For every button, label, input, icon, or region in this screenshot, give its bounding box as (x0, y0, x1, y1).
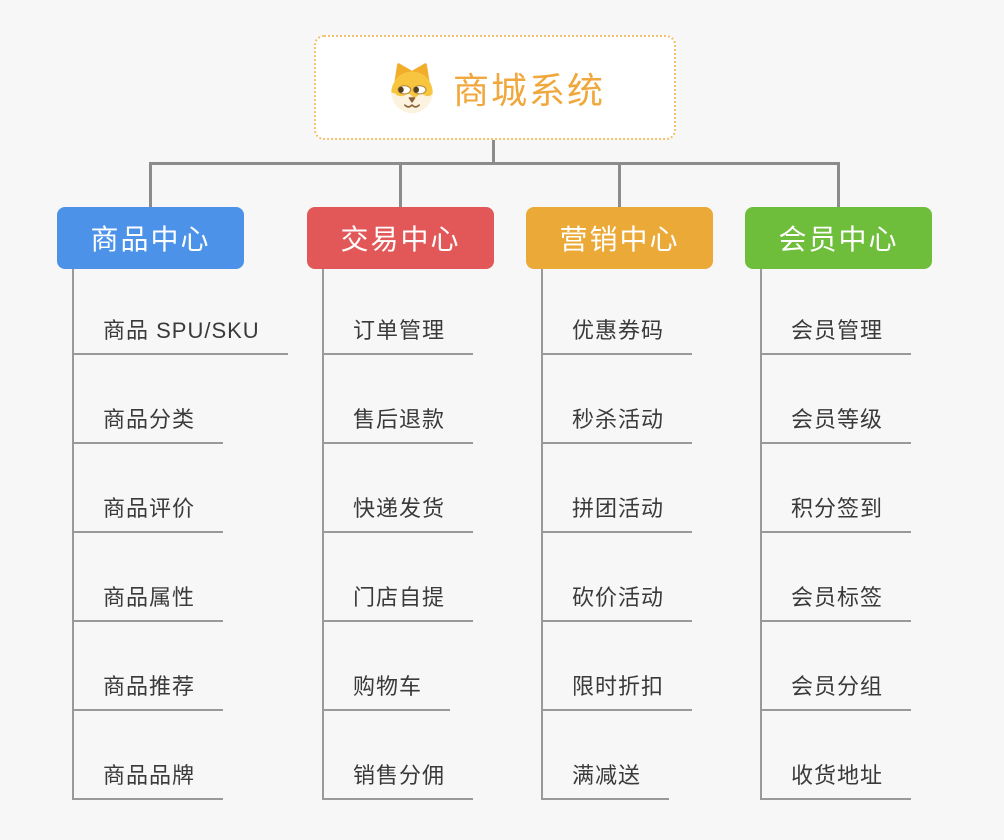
leaf-node-trade-center-3[interactable]: 快递发货 (322, 494, 474, 533)
leaf-node-trade-center-6[interactable]: 销售分佣 (322, 761, 474, 800)
leaf-node-product-center-4[interactable]: 商品属性 (72, 583, 224, 622)
branch-node-product-center[interactable]: 商品中心 (57, 207, 244, 269)
leaf-node-trade-center-1[interactable]: 订单管理 (322, 316, 474, 355)
leaf-node-product-center-1[interactable]: 商品 SPU/SKU (72, 316, 288, 355)
leaf-node-trade-center-4[interactable]: 门店自提 (322, 583, 474, 622)
leaf-node-member-center-1[interactable]: 会员管理 (760, 316, 912, 355)
leaf-node-marketing-center-4[interactable]: 砍价活动 (541, 583, 693, 622)
leaf-node-marketing-center-6[interactable]: 满减送 (541, 761, 670, 800)
branch-node-trade-center[interactable]: 交易中心 (307, 207, 494, 269)
leaf-node-marketing-center-5[interactable]: 限时折扣 (541, 672, 693, 711)
leaf-node-product-center-5[interactable]: 商品推荐 (72, 672, 224, 711)
connector-drop-marketing-center (618, 162, 621, 207)
leaf-node-member-center-6[interactable]: 收货地址 (760, 761, 912, 800)
leaf-node-trade-center-5[interactable]: 购物车 (322, 672, 451, 711)
shiba-dog-icon (391, 62, 433, 113)
connector-drop-product-center (149, 162, 152, 207)
leaf-node-member-center-5[interactable]: 会员分组 (760, 672, 912, 711)
branch-node-marketing-center[interactable]: 营销中心 (526, 207, 713, 269)
branch-spine-trade-center (322, 269, 324, 800)
root-title: 商城系统 (452, 69, 605, 111)
connector-drop-trade-center (399, 162, 402, 207)
connector-root-stub (492, 140, 495, 164)
leaf-node-member-center-3[interactable]: 积分签到 (760, 494, 912, 533)
leaf-node-marketing-center-2[interactable]: 秒杀活动 (541, 405, 693, 444)
leaf-node-product-center-6[interactable]: 商品品牌 (72, 761, 224, 800)
leaf-node-trade-center-2[interactable]: 售后退款 (322, 405, 474, 444)
connector-drop-member-center (837, 162, 840, 207)
leaf-node-member-center-4[interactable]: 会员标签 (760, 583, 912, 622)
leaf-node-member-center-2[interactable]: 会员等级 (760, 405, 912, 444)
leaf-node-marketing-center-1[interactable]: 优惠券码 (541, 316, 693, 355)
branch-spine-product-center (72, 269, 74, 800)
leaf-node-product-center-3[interactable]: 商品评价 (72, 494, 224, 533)
leaf-node-product-center-2[interactable]: 商品分类 (72, 405, 224, 444)
branch-spine-member-center (760, 269, 762, 800)
branch-node-member-center[interactable]: 会员中心 (745, 207, 932, 269)
root-node[interactable]: 商城系统 (314, 35, 676, 140)
leaf-node-marketing-center-3[interactable]: 拼团活动 (541, 494, 693, 533)
branch-spine-marketing-center (541, 269, 543, 800)
connector-horizontal-bar (149, 162, 840, 165)
